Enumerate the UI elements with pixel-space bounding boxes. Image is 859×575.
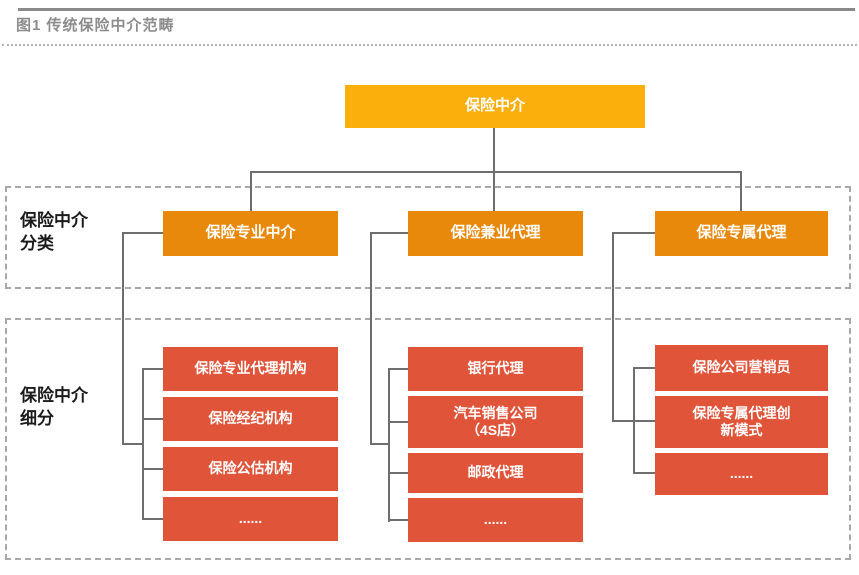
connector-line <box>122 232 124 445</box>
section-label-classification: 保险中介 分类 <box>20 211 88 253</box>
connector-line <box>388 519 410 521</box>
connector-line <box>142 368 165 370</box>
leaf-box: ...... <box>163 497 338 541</box>
leaf-box: 银行代理 <box>408 347 583 391</box>
connector-line <box>142 518 165 520</box>
branch-box-sideline-agency: 保险兼业代理 <box>408 211 583 256</box>
connector-line <box>633 367 657 369</box>
leaf-box: 保险专属代理创 新模式 <box>655 396 828 448</box>
connector-line <box>122 443 144 445</box>
leaf-box: 保险经纪机构 <box>163 397 338 441</box>
connector-line <box>388 421 410 423</box>
connector-line <box>493 171 495 211</box>
section-subdivision-frame <box>5 318 851 560</box>
leaf-box: ...... <box>655 453 828 495</box>
connector-line <box>612 232 614 422</box>
section-label-subdivision: 保险中介 细分 <box>20 386 88 428</box>
root-box-insurance-intermediary: 保险中介 <box>345 85 645 128</box>
leaf-box: 保险公司营销员 <box>655 345 828 391</box>
figure-title: 图1 传统保险中介范畴 <box>16 17 175 34</box>
branch-box-professional: 保险专业中介 <box>163 211 338 256</box>
section-classification-frame <box>5 186 851 289</box>
connector-line <box>740 171 742 211</box>
branch-box-exclusive-agency: 保险专属代理 <box>655 211 828 256</box>
connector-line <box>633 472 657 474</box>
connector-line <box>250 171 742 173</box>
connector-line <box>142 468 165 470</box>
leaf-box: 保险公估机构 <box>163 447 338 491</box>
leaf-box: 保险专业代理机构 <box>163 347 338 391</box>
top-rule <box>18 8 855 11</box>
connector-line <box>370 443 390 445</box>
leaf-box: 邮政代理 <box>408 453 583 493</box>
connector-line <box>612 232 657 234</box>
connector-line <box>388 368 410 370</box>
connector-line <box>493 128 495 172</box>
connector-line <box>388 472 410 474</box>
connector-line <box>250 171 252 211</box>
connector-line <box>122 232 165 234</box>
connector-line <box>388 368 390 522</box>
leaf-box: 汽车销售公司 （4S店） <box>408 396 583 448</box>
connector-line <box>370 232 410 234</box>
connector-line <box>142 418 165 420</box>
connector-line <box>370 232 372 445</box>
connector-line <box>633 420 657 422</box>
connector-line <box>142 368 144 520</box>
dotted-divider <box>2 44 857 46</box>
connector-line <box>612 420 635 422</box>
leaf-box: ...... <box>408 498 583 542</box>
